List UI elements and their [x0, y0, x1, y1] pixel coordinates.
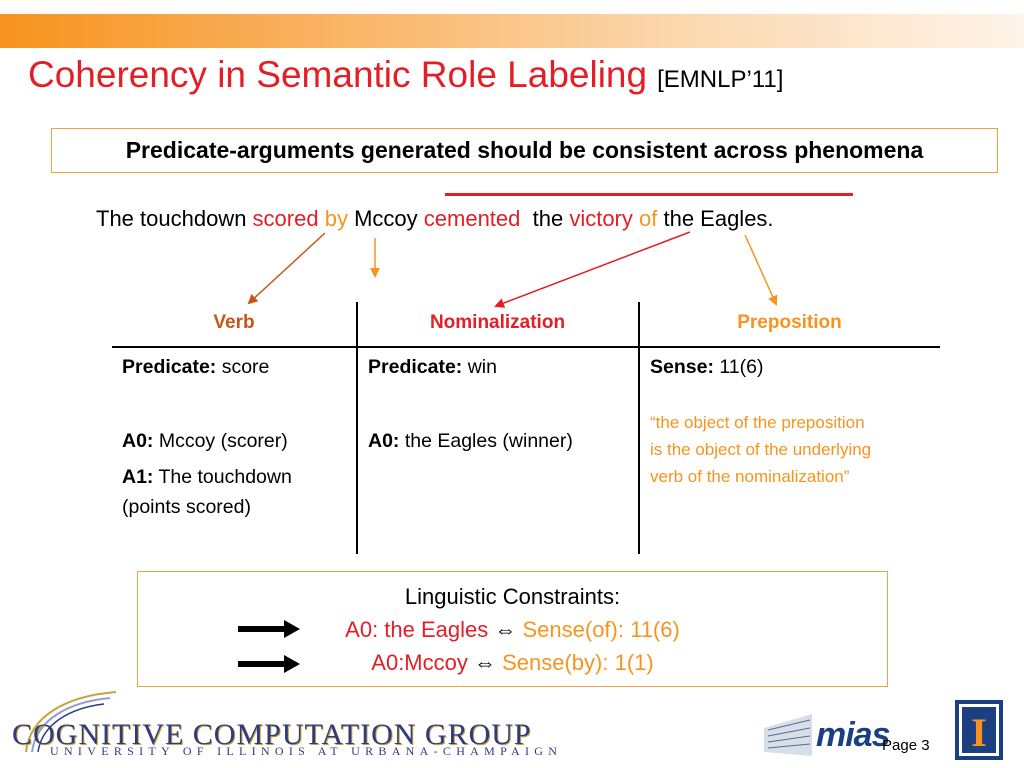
value: score	[216, 356, 270, 378]
prep-sense: Sense: 11(6)	[650, 352, 763, 382]
sentence-part: The touchdown	[96, 206, 253, 231]
constraint-lhs: A0: the Eagles	[345, 617, 495, 642]
iff-symbol: ⇔	[494, 617, 517, 642]
nom-predicate: Predicate: win	[368, 352, 497, 382]
slide-title: Coherency in Semantic Role Labeling [EMNL…	[28, 54, 783, 96]
constraint-lhs: A0:Mccoy	[371, 650, 474, 675]
label: Predicate:	[122, 356, 217, 378]
example-sentence: The touchdown scored by Mccoy cemented t…	[96, 206, 774, 232]
sentence-part: the Eagles.	[657, 206, 774, 231]
headline-text: Predicate-arguments generated should be …	[125, 137, 924, 163]
mias-logo-icon	[764, 714, 812, 756]
value: 11(6)	[713, 356, 764, 378]
label: A0:	[122, 430, 154, 452]
illinois-logo-icon: I	[955, 700, 1003, 760]
top-gradient-bar	[0, 14, 1024, 48]
constraint-2: A0:Mccoy ⇔ Sense(by): 1(1)	[138, 646, 887, 679]
constraint-rhs: Sense(of): 11(6)	[516, 617, 680, 642]
header-preposition: Preposition	[737, 312, 842, 333]
right-arrow-icon	[238, 620, 300, 638]
table-header-rule	[112, 346, 940, 348]
iff-symbol: ⇔	[473, 650, 496, 675]
label: A1:	[122, 466, 154, 488]
value: The touchdown	[153, 466, 292, 488]
arrow-of-to-preposition	[744, 234, 778, 306]
illinois-letter: I	[971, 710, 987, 755]
constraint-1: A0: the Eagles ⇔ Sense(of): 11(6)	[138, 613, 887, 646]
arrow-victory-to-nominalization	[494, 231, 691, 308]
group-name-logo: COGNITIVE COMPUTATION GROUP	[12, 718, 532, 751]
word-of: of	[639, 206, 658, 231]
value: (points scored)	[122, 496, 251, 518]
quote-line: verb of the nominalization”	[650, 467, 850, 486]
verb-a1: A1: The touchdown (points scored)	[122, 462, 292, 522]
mias-logo-text: mias	[816, 716, 890, 754]
word-scored: scored	[252, 206, 319, 231]
table-divider	[638, 302, 640, 554]
right-arrow-icon	[238, 655, 300, 673]
word-victory: victory	[569, 206, 633, 231]
value: the Eagles (winner)	[399, 430, 573, 452]
title-text: Coherency in Semantic Role Labeling	[28, 54, 648, 95]
constraints-title: Linguistic Constraints:	[404, 584, 621, 609]
header-verb: Verb	[213, 312, 255, 333]
label: Sense:	[650, 356, 714, 378]
word-cemented: cemented	[423, 206, 521, 231]
ccg-swoosh-icon	[25, 691, 117, 753]
constraint-rhs: Sense(by): 1(1)	[495, 650, 654, 675]
value: win	[462, 356, 497, 378]
prep-quote: “the object of the preposition is the ob…	[650, 409, 871, 490]
header-nominalization: Nominalization	[429, 312, 566, 333]
quote-line: is the object of the underlying	[650, 440, 872, 459]
constraints-box: Linguistic Constraints: A0: the Eagles ⇔…	[137, 571, 888, 687]
page-number: Page 3	[882, 737, 930, 754]
arrow-scored-to-verb	[247, 232, 326, 305]
headline-box: Predicate-arguments generated should be …	[51, 128, 998, 173]
sentence-part: the	[520, 206, 570, 231]
label: Predicate:	[368, 356, 463, 378]
university-name: UNIVERSITY OF ILLINOIS AT URBANA-CHAMPAI…	[50, 744, 563, 758]
nom-a0: A0: the Eagles (winner)	[368, 426, 573, 456]
quote-line: “the object of the preposition	[650, 413, 865, 432]
verb-predicate: Predicate: score	[122, 352, 269, 382]
verb-a0: A0: Mccoy (scorer)	[122, 426, 288, 456]
label: A0:	[368, 430, 400, 452]
red-underline	[445, 193, 853, 196]
word-by: by	[324, 206, 348, 231]
sentence-part: Mccoy	[347, 206, 424, 231]
title-reference: [EMNLP’11]	[657, 66, 784, 93]
srl-table: Verb Nominalization Preposition Predicat…	[112, 302, 940, 554]
table-divider	[356, 302, 358, 554]
value: Mccoy (scorer)	[153, 430, 288, 452]
